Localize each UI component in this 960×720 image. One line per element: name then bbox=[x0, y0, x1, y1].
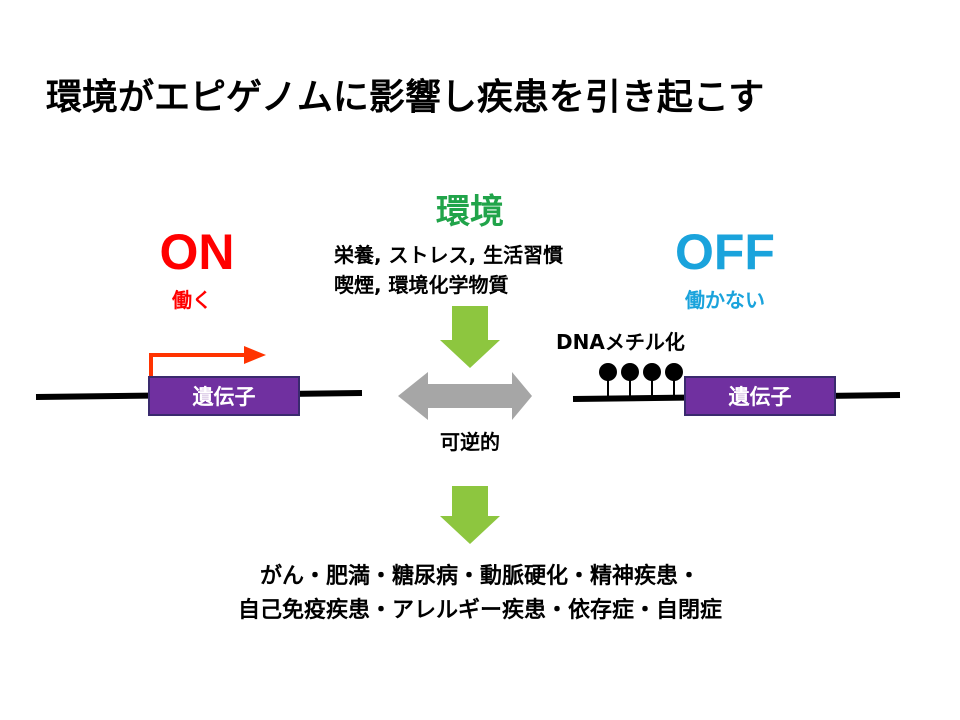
methyl-group-icon bbox=[643, 363, 661, 381]
gene-box-on: 遺伝子 bbox=[148, 376, 300, 416]
environment-label: 環境 bbox=[436, 192, 504, 232]
disease-down-arrow bbox=[440, 486, 500, 544]
methylation-marks bbox=[599, 363, 683, 397]
environment-factors-line2: 喫煙, 環境化学物質 bbox=[334, 273, 509, 297]
transcription-arrow bbox=[149, 346, 266, 378]
on-label: ON bbox=[159, 224, 235, 280]
disease-list-line2: 自己免疫疾患・アレルギー疾患・依存症・自閉症 bbox=[237, 598, 722, 623]
methyl-group-icon bbox=[665, 363, 683, 381]
environment-factors: 栄養, ストレス, 生活習慣 喫煙, 環境化学物質 bbox=[334, 240, 563, 300]
methyl-group-icon bbox=[621, 363, 639, 381]
disease-list-line1: がん・肥満・糖尿病・動脈硬化・精神疾患・ bbox=[259, 564, 700, 589]
off-label: OFF bbox=[675, 224, 775, 280]
off-sublabel: 働かない bbox=[685, 288, 765, 312]
environment-factors-line1: 栄養, ストレス, 生活習慣 bbox=[334, 243, 564, 267]
slide-title: 環境がエピゲノムに影響し疾患を引き起こす bbox=[46, 77, 765, 118]
environment-down-arrow bbox=[440, 306, 500, 368]
disease-list: がん・肥満・糖尿病・動脈硬化・精神疾患・ 自己免疫疾患・アレルギー疾患・依存症・… bbox=[150, 560, 810, 628]
gene-box-off: 遺伝子 bbox=[684, 376, 836, 416]
reversible-label: 可逆的 bbox=[440, 430, 500, 454]
dna-methylation-label: DNAメチル化 bbox=[556, 330, 685, 354]
on-sublabel: 働く bbox=[172, 288, 212, 312]
methyl-group-icon bbox=[599, 363, 617, 381]
reversible-double-arrow bbox=[398, 372, 532, 420]
